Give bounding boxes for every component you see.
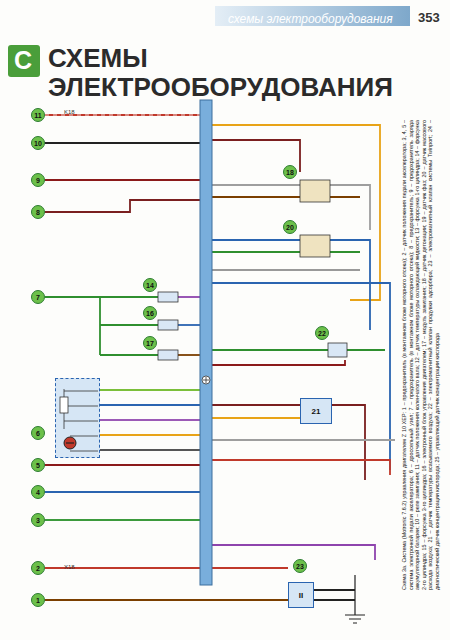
callout-number: 16 (146, 310, 154, 317)
section-letter: С (14, 46, 32, 74)
label-wrap: схемы электрооборудования (228, 9, 393, 27)
header-text: схемы электрооборудования (228, 12, 393, 26)
callout-number: 3 (36, 517, 40, 524)
header-band (215, 6, 410, 26)
wire-code: X18 (64, 564, 75, 570)
callout-number: 22 (318, 330, 326, 337)
callout-text: 23 (296, 563, 304, 570)
callout-circle: 5 (31, 458, 45, 472)
callout-circle: 3 (31, 513, 45, 527)
page-title: СХЕМЫ ЭЛЕКТРООБОРУДОВАНИЯ (48, 44, 438, 102)
callout-number: 6 (36, 430, 40, 437)
callout-number: 11 (34, 112, 41, 119)
callout-number: 7 (36, 294, 40, 301)
callout-circle: 4 (31, 485, 45, 499)
callout-circle: 22 (315, 326, 329, 340)
component-box: 21 (300, 398, 332, 424)
title-wrap: СХЕМЫ ЭЛЕКТРООБОРУДОВАНИЯ (48, 44, 438, 102)
callout-number: 9 (36, 177, 40, 184)
callout-number: 4 (36, 489, 40, 496)
callout-number: 14 (146, 282, 154, 289)
callout-number: 8 (36, 209, 40, 216)
callout-number: 17 (146, 340, 154, 347)
callout-circle: 8 (31, 205, 45, 219)
wires (45, 115, 395, 623)
callout-number: 10 (34, 140, 42, 147)
callout-number: 2 (36, 565, 40, 572)
label-wrap: X18 (64, 555, 75, 573)
throttle-symbol (56, 379, 99, 457)
callout-circle: 1 (31, 593, 45, 607)
callout-number: 23 (293, 559, 307, 573)
component-box: II (288, 582, 314, 608)
figure-caption: Схема 3а. Система (Motronic 7.6.2) управ… (401, 120, 441, 590)
callout-circle: 16 (143, 306, 157, 320)
page-number: 353 (418, 10, 440, 25)
label-wrap: 353 (418, 8, 440, 26)
callout-circle: 7 (31, 290, 45, 304)
callout-number: 5 (36, 462, 40, 469)
callout-circle: 17 (143, 336, 157, 350)
wire-code: K18 (64, 109, 75, 115)
caption-wrap: Схема 3а. Система (Motronic 7.6.2) управ… (401, 120, 447, 590)
section-badge (8, 45, 40, 77)
callout-circle: 18 (283, 165, 297, 179)
callout-circle: 2 (31, 561, 45, 575)
callout-number: 20 (286, 224, 294, 231)
callout-circle: 14 (143, 278, 157, 292)
throttle-unit-box: 6 (55, 378, 100, 458)
component-symbols (158, 180, 347, 384)
callout-circle: 10 (31, 136, 45, 150)
label-wrap: С (14, 46, 32, 75)
callout-circle: 11 (31, 108, 45, 122)
label-wrap: K18 (64, 100, 75, 118)
callout-circle: 9 (31, 173, 45, 187)
callout-number: 1 (36, 597, 40, 604)
component-number: 21 (312, 407, 321, 416)
callout-circle: 20 (283, 220, 297, 234)
component-number: II (299, 591, 303, 600)
callout-circle: 6 (31, 426, 45, 440)
ecu-connector-bar (200, 100, 212, 585)
callout-number: 18 (286, 169, 294, 176)
